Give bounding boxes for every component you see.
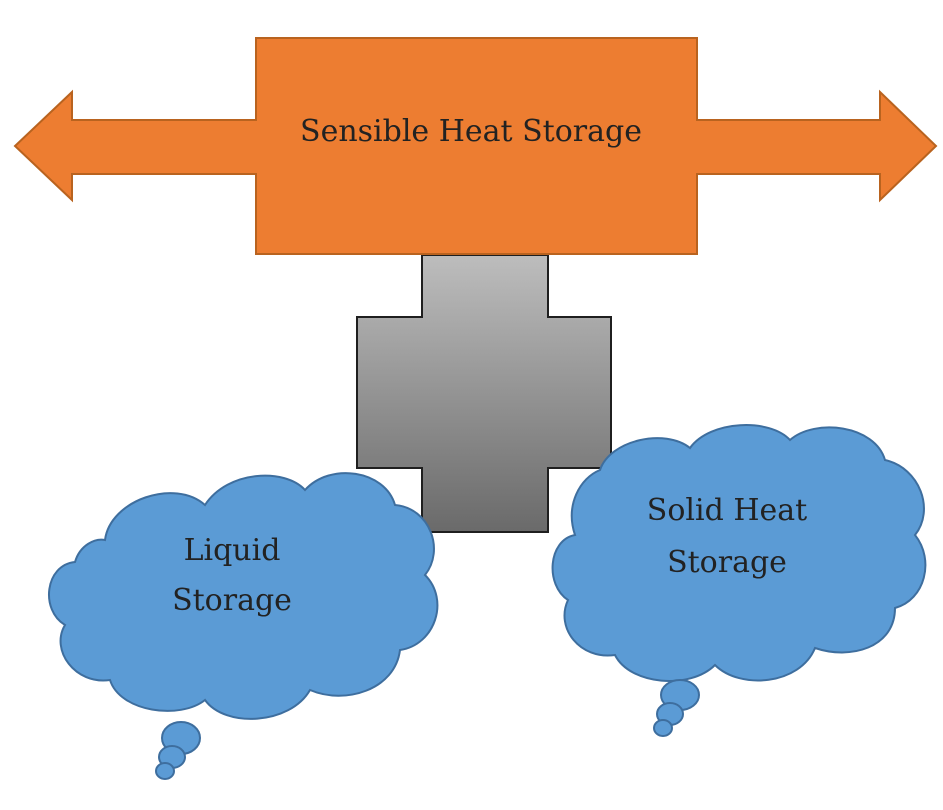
solid-heat-storage-label-line-2: Storage xyxy=(667,545,787,580)
liquid-storage-cloud: Liquid Storage xyxy=(48,472,439,780)
sensible-heat-storage-label: Sensible Heat Storage xyxy=(300,114,642,149)
solid-heat-storage-label-line-1: Solid Heat xyxy=(647,493,807,528)
double-arrow-shape xyxy=(13,37,938,255)
left-cloud-shape xyxy=(48,472,439,720)
liquid-storage-label-line-1: Liquid xyxy=(184,533,281,568)
liquid-storage-label-line-2: Storage xyxy=(172,583,292,618)
left-cloud-bubble-small xyxy=(155,762,175,780)
connector-cross-shape xyxy=(356,254,612,533)
right-cloud-bubble-small xyxy=(653,719,673,737)
solid-heat-storage-cloud: Solid Heat Storage xyxy=(551,424,927,737)
right-cloud-shape xyxy=(551,424,927,682)
